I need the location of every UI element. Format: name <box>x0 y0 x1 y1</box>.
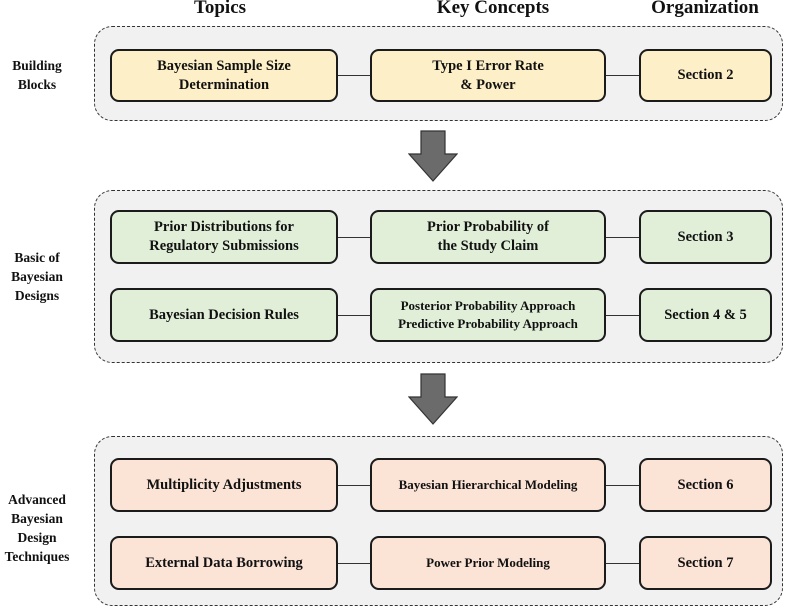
section-label-line: Bayesian <box>11 511 63 526</box>
concept-box-power-prior: Power Prior Modeling <box>370 536 606 590</box>
header-organization: Organization <box>651 0 759 18</box>
header-key-concepts: Key Concepts <box>436 0 550 18</box>
connector-line <box>338 315 370 317</box>
box-text-line: Section 4 & 5 <box>664 306 747 323</box>
connector-line <box>606 563 639 565</box>
connector-line <box>606 75 639 77</box>
box-text-line: Section 3 <box>677 228 734 245</box>
box-text-line: Bayesian Sample Size <box>157 57 291 74</box>
topic-box-sample-size: Bayesian Sample Size Determination <box>110 49 338 102</box>
section-label-line: Basic of <box>14 250 60 265</box>
box-text-line: Section 2 <box>677 67 734 83</box>
box-text-line: Determination <box>178 76 270 93</box>
box-text-line: Section 7 <box>677 554 734 571</box>
box-text-line: Predictive Probability Approach <box>398 316 578 331</box>
box-text-line: Multiplicity Adjustments <box>146 476 302 493</box>
down-arrow-icon <box>408 373 458 425</box>
section-label-line: Building <box>12 58 62 73</box>
box-text-line: Regulatory Submissions <box>149 238 299 254</box>
connector-line <box>606 485 639 487</box>
topic-box-multiplicity: Multiplicity Adjustments <box>110 458 338 512</box>
box-text-line: Type I Error Rate <box>432 57 544 74</box>
box-text-line: Posterior Probability Approach <box>400 298 576 313</box>
topic-box-prior-distributions: Prior Distributions for Regulatory Submi… <box>110 210 338 264</box>
org-box-section-3: Section 3 <box>639 210 772 264</box>
section-label-line: Bayesian <box>11 269 63 284</box>
concept-box-hierarchical-modeling: Bayesian Hierarchical Modeling <box>370 458 606 512</box>
section-label-line: Techniques <box>4 549 70 564</box>
box-text-line: Section 6 <box>677 476 734 493</box>
section-label-building-blocks: Building Blocks <box>0 56 83 94</box>
concept-box-type-i-error: Type I Error Rate & Power <box>370 49 606 102</box>
box-text-line: Bayesian Hierarchical Modeling <box>398 477 578 492</box>
box-text-line: Bayesian Decision Rules <box>149 306 299 323</box>
org-box-section-4-5: Section 4 & 5 <box>639 288 772 342</box>
concept-box-posterior-predictive: Posterior Probability Approach Predictiv… <box>370 288 606 342</box>
connector-line <box>606 315 639 317</box>
connector-line <box>338 485 370 487</box>
box-text-line: External Data Borrowing <box>145 554 303 571</box>
org-box-section-2: Section 2 <box>639 49 772 102</box>
connector-line <box>338 563 370 565</box>
connector-line <box>338 237 370 239</box>
section-label-line: Advanced <box>8 492 66 507</box>
header-topics: Topics <box>193 0 247 18</box>
down-arrow-icon <box>408 130 458 182</box>
org-box-section-6: Section 6 <box>639 458 772 512</box>
box-text-line: Prior Probability of <box>427 219 549 235</box>
org-box-section-7: Section 7 <box>639 536 772 590</box>
topic-box-external-data: External Data Borrowing <box>110 536 338 590</box>
section-label-line: Designs <box>14 288 60 303</box>
box-text-line: the Study Claim <box>437 238 539 254</box>
box-text-line: Power Prior Modeling <box>426 555 550 570</box>
section-label-line: Design <box>17 530 57 545</box>
box-text-line: Prior Distributions for <box>154 219 294 235</box>
connector-line <box>606 237 639 239</box>
section-label-advanced-techniques: Advanced Bayesian Design Techniques <box>0 490 83 566</box>
section-label-line: Blocks <box>17 77 57 92</box>
topic-box-decision-rules: Bayesian Decision Rules <box>110 288 338 342</box>
section-label-basic-designs: Basic of Bayesian Designs <box>0 248 83 305</box>
concept-box-prior-probability: Prior Probability of the Study Claim <box>370 210 606 264</box>
box-text-line: & Power <box>460 76 516 93</box>
connector-line <box>338 75 370 77</box>
